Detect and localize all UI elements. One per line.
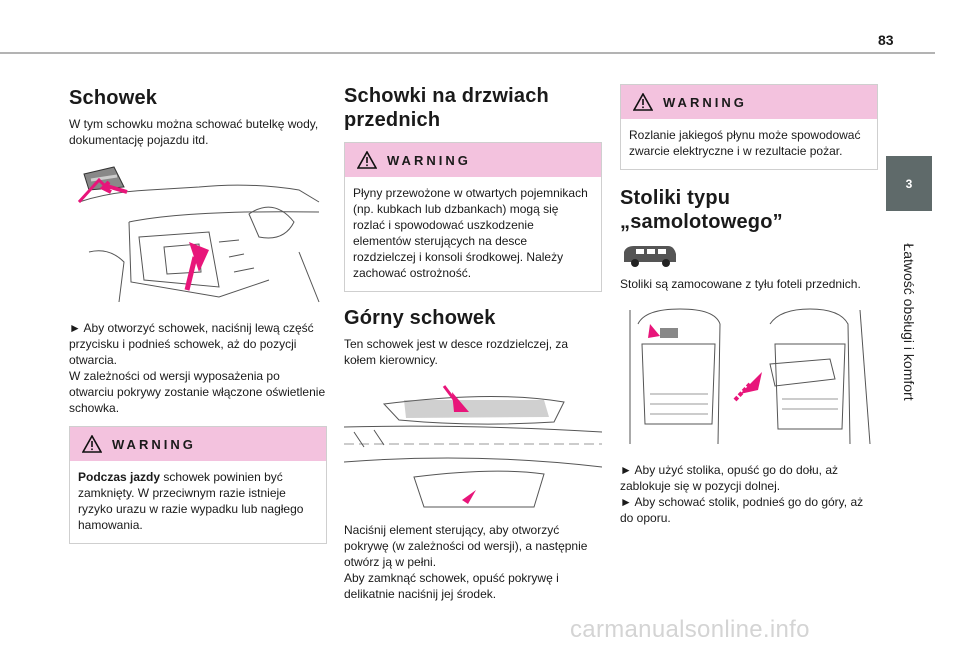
upper-storage-step-open: Naciśnij element sterujący, aby otworzyć… xyxy=(344,523,588,569)
warning-icon xyxy=(633,93,653,111)
upper-storage-step-close: Aby zamknąć schowek, opuść pokrywę i del… xyxy=(344,571,559,601)
tables-illustration xyxy=(620,304,878,450)
warning-body-text: schowek powinien być zamknięty. W przeci… xyxy=(78,470,304,532)
warning-box-spill: WARNING Rozlanie jakiegoś płynu może spo… xyxy=(620,84,878,170)
header-rule xyxy=(0,52,935,54)
upper-storage-intro: Ten schowek jest w desce rozdzielczej, z… xyxy=(344,337,569,367)
warning-text: Płyny przewożone w otwartych pojemnikach… xyxy=(353,186,588,280)
watermark: carmanualsonline.info xyxy=(570,616,810,643)
page-number: 83 xyxy=(878,32,894,48)
chapter-title-vertical: Łatwość obsługi i komfort xyxy=(901,243,917,401)
glovebox-illustration xyxy=(69,162,327,310)
warning-header: WARNING xyxy=(621,85,877,119)
warning-text: Podczas jazdy schowek powinien być zamkn… xyxy=(70,461,326,543)
heading-tables: Stoliki typu „samolotowego” xyxy=(620,187,783,233)
warning-text: Rozlanie jakiegoś płynu może spowodować … xyxy=(629,128,861,158)
heading-schowek: Schowek xyxy=(69,87,158,109)
upper-storage-illustration xyxy=(344,382,602,512)
warning-title: WARNING xyxy=(112,436,196,452)
column-tables: WARNING Rozlanie jakiegoś płynu może spo… xyxy=(620,70,878,526)
heading-upper-storage: Górny schowek xyxy=(344,307,496,329)
tables-step-stow: ► Aby schować stolik, podnieś go do góry… xyxy=(620,495,864,525)
warning-box-glovebox: WARNING Podczas jazdy schowek powinien b… xyxy=(69,426,327,544)
column-glovebox: Schowek W tym schowku można schować bute… xyxy=(69,70,327,544)
warning-header: WARNING xyxy=(70,427,326,461)
column-door-pockets: Schowki na drzwiach przednich WARNING Pł… xyxy=(344,70,602,602)
warning-title: WARNING xyxy=(663,94,747,110)
glovebox-step-light: W zależności od wersji wyposażenia po ot… xyxy=(69,369,326,415)
warning-header: WARNING xyxy=(345,143,601,177)
warning-icon xyxy=(82,435,102,453)
warning-bold-lead: Podczas jazdy xyxy=(78,470,161,484)
glovebox-step-open: ► Aby otworzyć schowek, naciśnij lewą cz… xyxy=(69,321,314,367)
heading-door-pockets: Schowki na drzwiach przednich xyxy=(344,85,549,131)
warning-box-liquids: WARNING Płyny przewożone w otwartych poj… xyxy=(344,142,602,292)
tables-step-use: ► Aby użyć stolika, opuść go do dołu, aż… xyxy=(620,463,838,493)
warning-icon xyxy=(357,151,377,169)
chapter-tab[interactable]: 3 xyxy=(886,156,932,211)
van-icon xyxy=(624,246,676,267)
tables-intro: Stoliki są zamocowane z tyłu foteli prze… xyxy=(620,277,861,291)
intro-text: W tym schowku można schować butelkę wody… xyxy=(69,117,319,147)
warning-title: WARNING xyxy=(387,152,471,168)
